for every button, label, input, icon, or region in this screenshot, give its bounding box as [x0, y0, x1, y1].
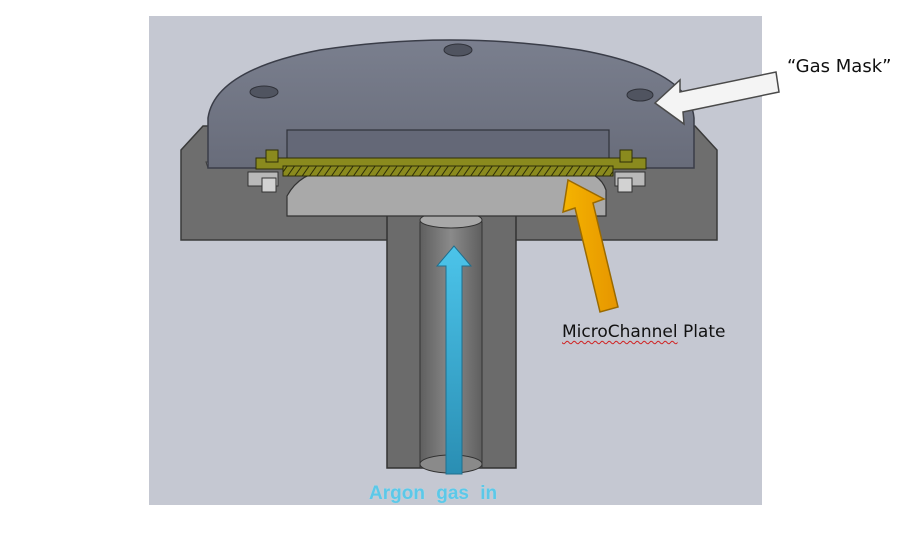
screw-hole — [626, 88, 654, 102]
microchannel-plate-hatched — [282, 165, 614, 177]
argon-gas-in-label: Argon gas in — [369, 483, 498, 504]
plate-word: Plate — [682, 322, 726, 342]
microchannel-plate-label: MicroChannel Plate — [562, 322, 725, 342]
gas-mask-label: “Gas Mask” — [787, 56, 892, 77]
microchannel-word: MicroChannel — [562, 322, 678, 342]
screw-hole — [443, 43, 473, 57]
screw-hole — [249, 85, 279, 99]
gas-mask-arrow-icon — [653, 71, 780, 126]
gas-cavity — [286, 169, 607, 217]
microchannel-arrow-icon — [562, 178, 619, 313]
argon-flow-arrow-icon — [435, 245, 473, 475]
